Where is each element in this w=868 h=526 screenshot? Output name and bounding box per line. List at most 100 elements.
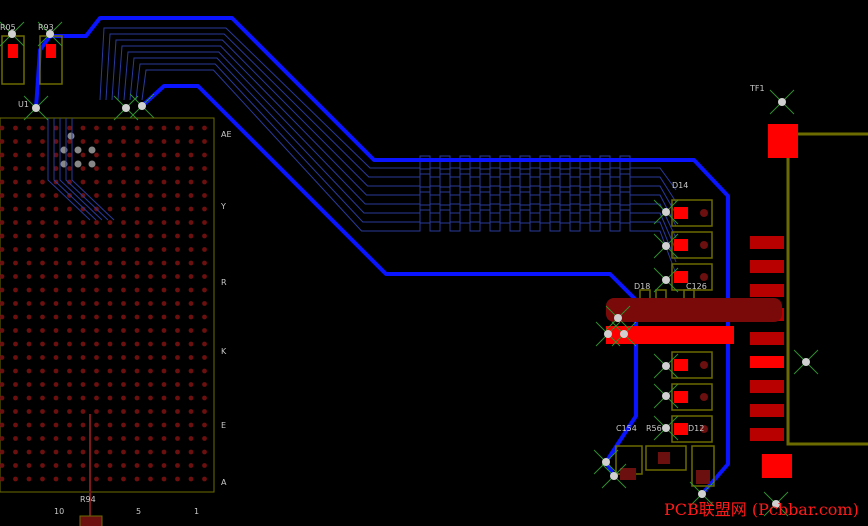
bga-ball: [13, 287, 18, 293]
bga-ball: [134, 422, 140, 428]
connector-pad[interactable]: [750, 332, 784, 345]
bga-ball: [148, 355, 153, 360]
bga-ball: [148, 395, 153, 401]
bga-ball: [107, 166, 113, 171]
bga-ball: [53, 206, 59, 212]
component-pad: [620, 468, 636, 480]
via[interactable]: [653, 199, 679, 225]
bga-ball: [26, 463, 32, 468]
diode-footprint[interactable]: [671, 231, 713, 259]
component-pad[interactable]: [674, 359, 688, 371]
bga-ball: [80, 247, 86, 252]
bga-ball: [67, 449, 72, 455]
bga-ball: [202, 328, 207, 333]
connector-pad[interactable]: [750, 380, 784, 393]
connector-pad[interactable]: [750, 404, 784, 417]
passive-footprint[interactable]: [691, 445, 715, 487]
via[interactable]: [653, 267, 679, 293]
diode-footprint[interactable]: [671, 351, 713, 379]
inner-layer-traces[interactable]: [47, 27, 677, 275]
diode-footprint[interactable]: [671, 415, 713, 443]
bga-ball: [188, 463, 194, 468]
watermark-text: PCB联盟网 (Pcbbar.com): [664, 500, 859, 519]
via[interactable]: [653, 233, 679, 259]
silkscreen-mark: [639, 289, 695, 298]
bga-ball: [67, 233, 72, 239]
bga-ball: [202, 247, 207, 252]
bga-ball: [94, 301, 99, 306]
component-pad[interactable]: [674, 207, 688, 219]
via[interactable]: [653, 383, 679, 409]
bga-ball: [188, 341, 194, 347]
via[interactable]: [129, 93, 155, 119]
via[interactable]: [605, 305, 631, 331]
bga-ball: [134, 314, 140, 320]
bga-ball: [94, 395, 99, 401]
bga-ball: [26, 206, 32, 212]
connector-pad[interactable]: [750, 284, 784, 297]
component-pad[interactable]: [674, 423, 688, 435]
bga-ball: [94, 409, 99, 414]
via[interactable]: [593, 449, 619, 475]
bga-ball: [134, 382, 140, 387]
small-component-footprints[interactable]: [1, 35, 715, 487]
component-pad[interactable]: [674, 239, 688, 251]
bga-ball: [107, 287, 113, 293]
bga-ball: [188, 166, 194, 171]
via[interactable]: [793, 349, 819, 375]
designator-r94: R94: [80, 495, 96, 504]
red-pads[interactable]: [8, 44, 798, 478]
bga-ball: [175, 449, 180, 455]
via[interactable]: [763, 491, 789, 517]
bga-ball: [175, 125, 180, 131]
bga-ball: [13, 179, 18, 185]
bga-ball: [121, 476, 126, 482]
via[interactable]: [653, 353, 679, 379]
connector-pad[interactable]: [750, 236, 784, 249]
bga-ball: [53, 355, 59, 360]
bga-ball: [0, 125, 5, 131]
diode-footprint[interactable]: [671, 199, 713, 227]
bga-ball: [175, 247, 180, 252]
bga-ball: [202, 382, 207, 387]
bga-ball: [26, 355, 32, 360]
via[interactable]: [23, 95, 49, 121]
diode-footprint[interactable]: [671, 383, 713, 411]
bga-component-u1[interactable]: [0, 117, 215, 493]
bga-ball: [13, 328, 18, 333]
passive-footprint[interactable]: [645, 445, 687, 471]
bga-ball: [67, 436, 72, 441]
bga-ball: [121, 125, 126, 131]
via-markers[interactable]: [0, 21, 819, 517]
bga-ball: [80, 449, 86, 455]
via[interactable]: [769, 89, 795, 115]
bga-ball: [175, 287, 180, 293]
via[interactable]: [113, 95, 139, 121]
via-dot: [772, 500, 780, 508]
bga-ball: [0, 409, 5, 414]
component-pad[interactable]: [674, 271, 688, 283]
bga-ball: [202, 476, 207, 482]
via[interactable]: [611, 321, 637, 347]
bga-ball: [67, 382, 72, 387]
bga-ball: [148, 220, 153, 225]
connector-pad[interactable]: [750, 428, 784, 441]
connector-pad[interactable]: [750, 260, 784, 273]
via[interactable]: [37, 21, 63, 47]
via[interactable]: [601, 463, 627, 489]
via[interactable]: [653, 415, 679, 441]
bga-ball: [40, 436, 45, 441]
bga-ball: [121, 274, 126, 279]
bga-ball: [107, 422, 113, 428]
bga-ball: [80, 382, 86, 387]
via[interactable]: [0, 21, 25, 47]
bga-ball: [13, 476, 18, 482]
bga-ball: [13, 409, 18, 414]
bga-ball: [175, 193, 180, 198]
connector-pad-column[interactable]: [750, 236, 784, 441]
via[interactable]: [689, 481, 715, 507]
bga-ball: [175, 328, 180, 333]
bga-ball: [175, 395, 180, 401]
component-pad[interactable]: [674, 391, 688, 403]
